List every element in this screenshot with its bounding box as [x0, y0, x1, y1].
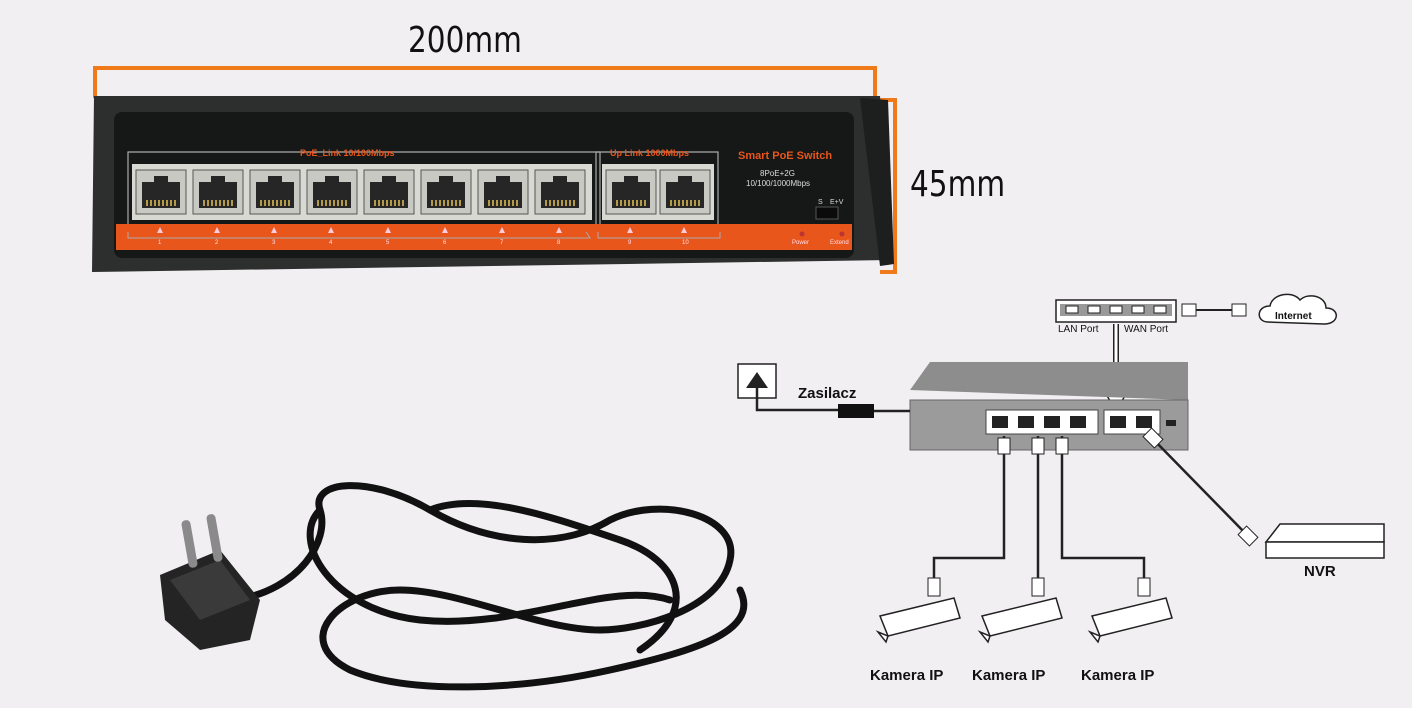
- camera-label-1: Kamera IP: [870, 667, 943, 684]
- rj45-port: [420, 169, 472, 215]
- port-number-label: 4: [329, 240, 333, 246]
- spec-line-1: 8PoE+2G: [760, 169, 795, 178]
- port-led: [627, 227, 633, 233]
- cable-connector-icon: [1031, 437, 1045, 455]
- port-number-label: 9: [628, 240, 632, 246]
- nvr-label: NVR: [1304, 563, 1336, 580]
- port-number-label: 1: [158, 240, 162, 246]
- router-wan-label: WAN Port: [1124, 324, 1168, 335]
- power-label: Power: [792, 240, 809, 246]
- width-bracket: [93, 66, 877, 98]
- router-connector-icon: [1181, 303, 1197, 317]
- height-dimension-label: 45mm: [910, 164, 1006, 205]
- poe-group-label: PoE_Link 10/100Mbps: [300, 148, 395, 158]
- rj45-port: [534, 169, 586, 215]
- port-number-label: 7: [500, 240, 504, 246]
- port-led: [556, 227, 562, 233]
- nvr-icon: [1264, 523, 1385, 559]
- extend-label: Extend: [830, 240, 849, 246]
- power-adapter-icon: [838, 404, 874, 418]
- rj45-port: [249, 169, 301, 215]
- switch-icon: [909, 362, 1189, 451]
- dip-label-s: S: [818, 199, 823, 206]
- cable-connector-icon: [997, 437, 1011, 455]
- cable-connector-icon: [1142, 427, 1164, 449]
- extend-led: [839, 231, 845, 237]
- port-number-label: 6: [443, 240, 447, 246]
- network-diagram: LAN Port WAN Port Internet Zasilacz: [737, 293, 1385, 684]
- cable-connector-icon: [927, 577, 941, 597]
- rj45-port: [477, 169, 529, 215]
- power-cord-icon: [160, 482, 748, 691]
- power-led: [799, 231, 805, 237]
- power-supply-label: Zasilacz: [798, 385, 856, 402]
- accent-strip: [116, 224, 852, 250]
- dip-switch: [815, 206, 839, 220]
- port-number-label: 2: [215, 240, 219, 246]
- cloud-icon: [1258, 293, 1337, 325]
- rj45-port: [659, 169, 711, 215]
- cable-connector-icon: [1237, 525, 1259, 547]
- cable-connector-icon: [1055, 437, 1069, 455]
- port-led: [271, 227, 277, 233]
- spec-line-2: 10/100/1000Mbps: [746, 179, 810, 188]
- port-led: [499, 227, 505, 233]
- width-dimension-label: 200mm: [408, 20, 522, 61]
- port-number-label: 3: [272, 240, 276, 246]
- plug-pin-1: [181, 520, 198, 568]
- uplink-group-label: Up Link 1000Mbps: [610, 148, 689, 158]
- rj45-port: [605, 169, 657, 215]
- internet-connector-icon: [1231, 303, 1247, 317]
- router-lan-label: LAN Port: [1058, 324, 1099, 335]
- switch-front-panel: PoE_Link 10/100Mbps Up Link 1000Mbps Sma…: [92, 66, 897, 274]
- port-number-label: 10: [682, 240, 689, 246]
- camera-icon: [1087, 597, 1173, 644]
- port-number-label: 8: [557, 240, 561, 246]
- port-number-label: 5: [386, 240, 390, 246]
- camera-icon: [875, 597, 961, 644]
- rj45-port: [192, 169, 244, 215]
- cable-connector-icon: [1031, 577, 1045, 597]
- port-led: [214, 227, 220, 233]
- port-led: [328, 227, 334, 233]
- port-led: [157, 227, 163, 233]
- camera-label-3: Kamera IP: [1081, 667, 1154, 684]
- plug-pin-2: [206, 514, 223, 562]
- camera-label-2: Kamera IP: [972, 667, 1045, 684]
- port-led: [442, 227, 448, 233]
- port-led: [385, 227, 391, 233]
- camera-icon: [977, 597, 1063, 644]
- port-led: [681, 227, 687, 233]
- cable-connector-icon: [1137, 577, 1151, 597]
- brand-label: Smart PoE Switch: [738, 150, 832, 162]
- internet-label: Internet: [1275, 311, 1312, 322]
- router-icon: [1055, 299, 1177, 323]
- dip-label-ev: E+V: [830, 199, 844, 206]
- rj45-port: [363, 169, 415, 215]
- rj45-port: [306, 169, 358, 215]
- rj45-port: [135, 169, 187, 215]
